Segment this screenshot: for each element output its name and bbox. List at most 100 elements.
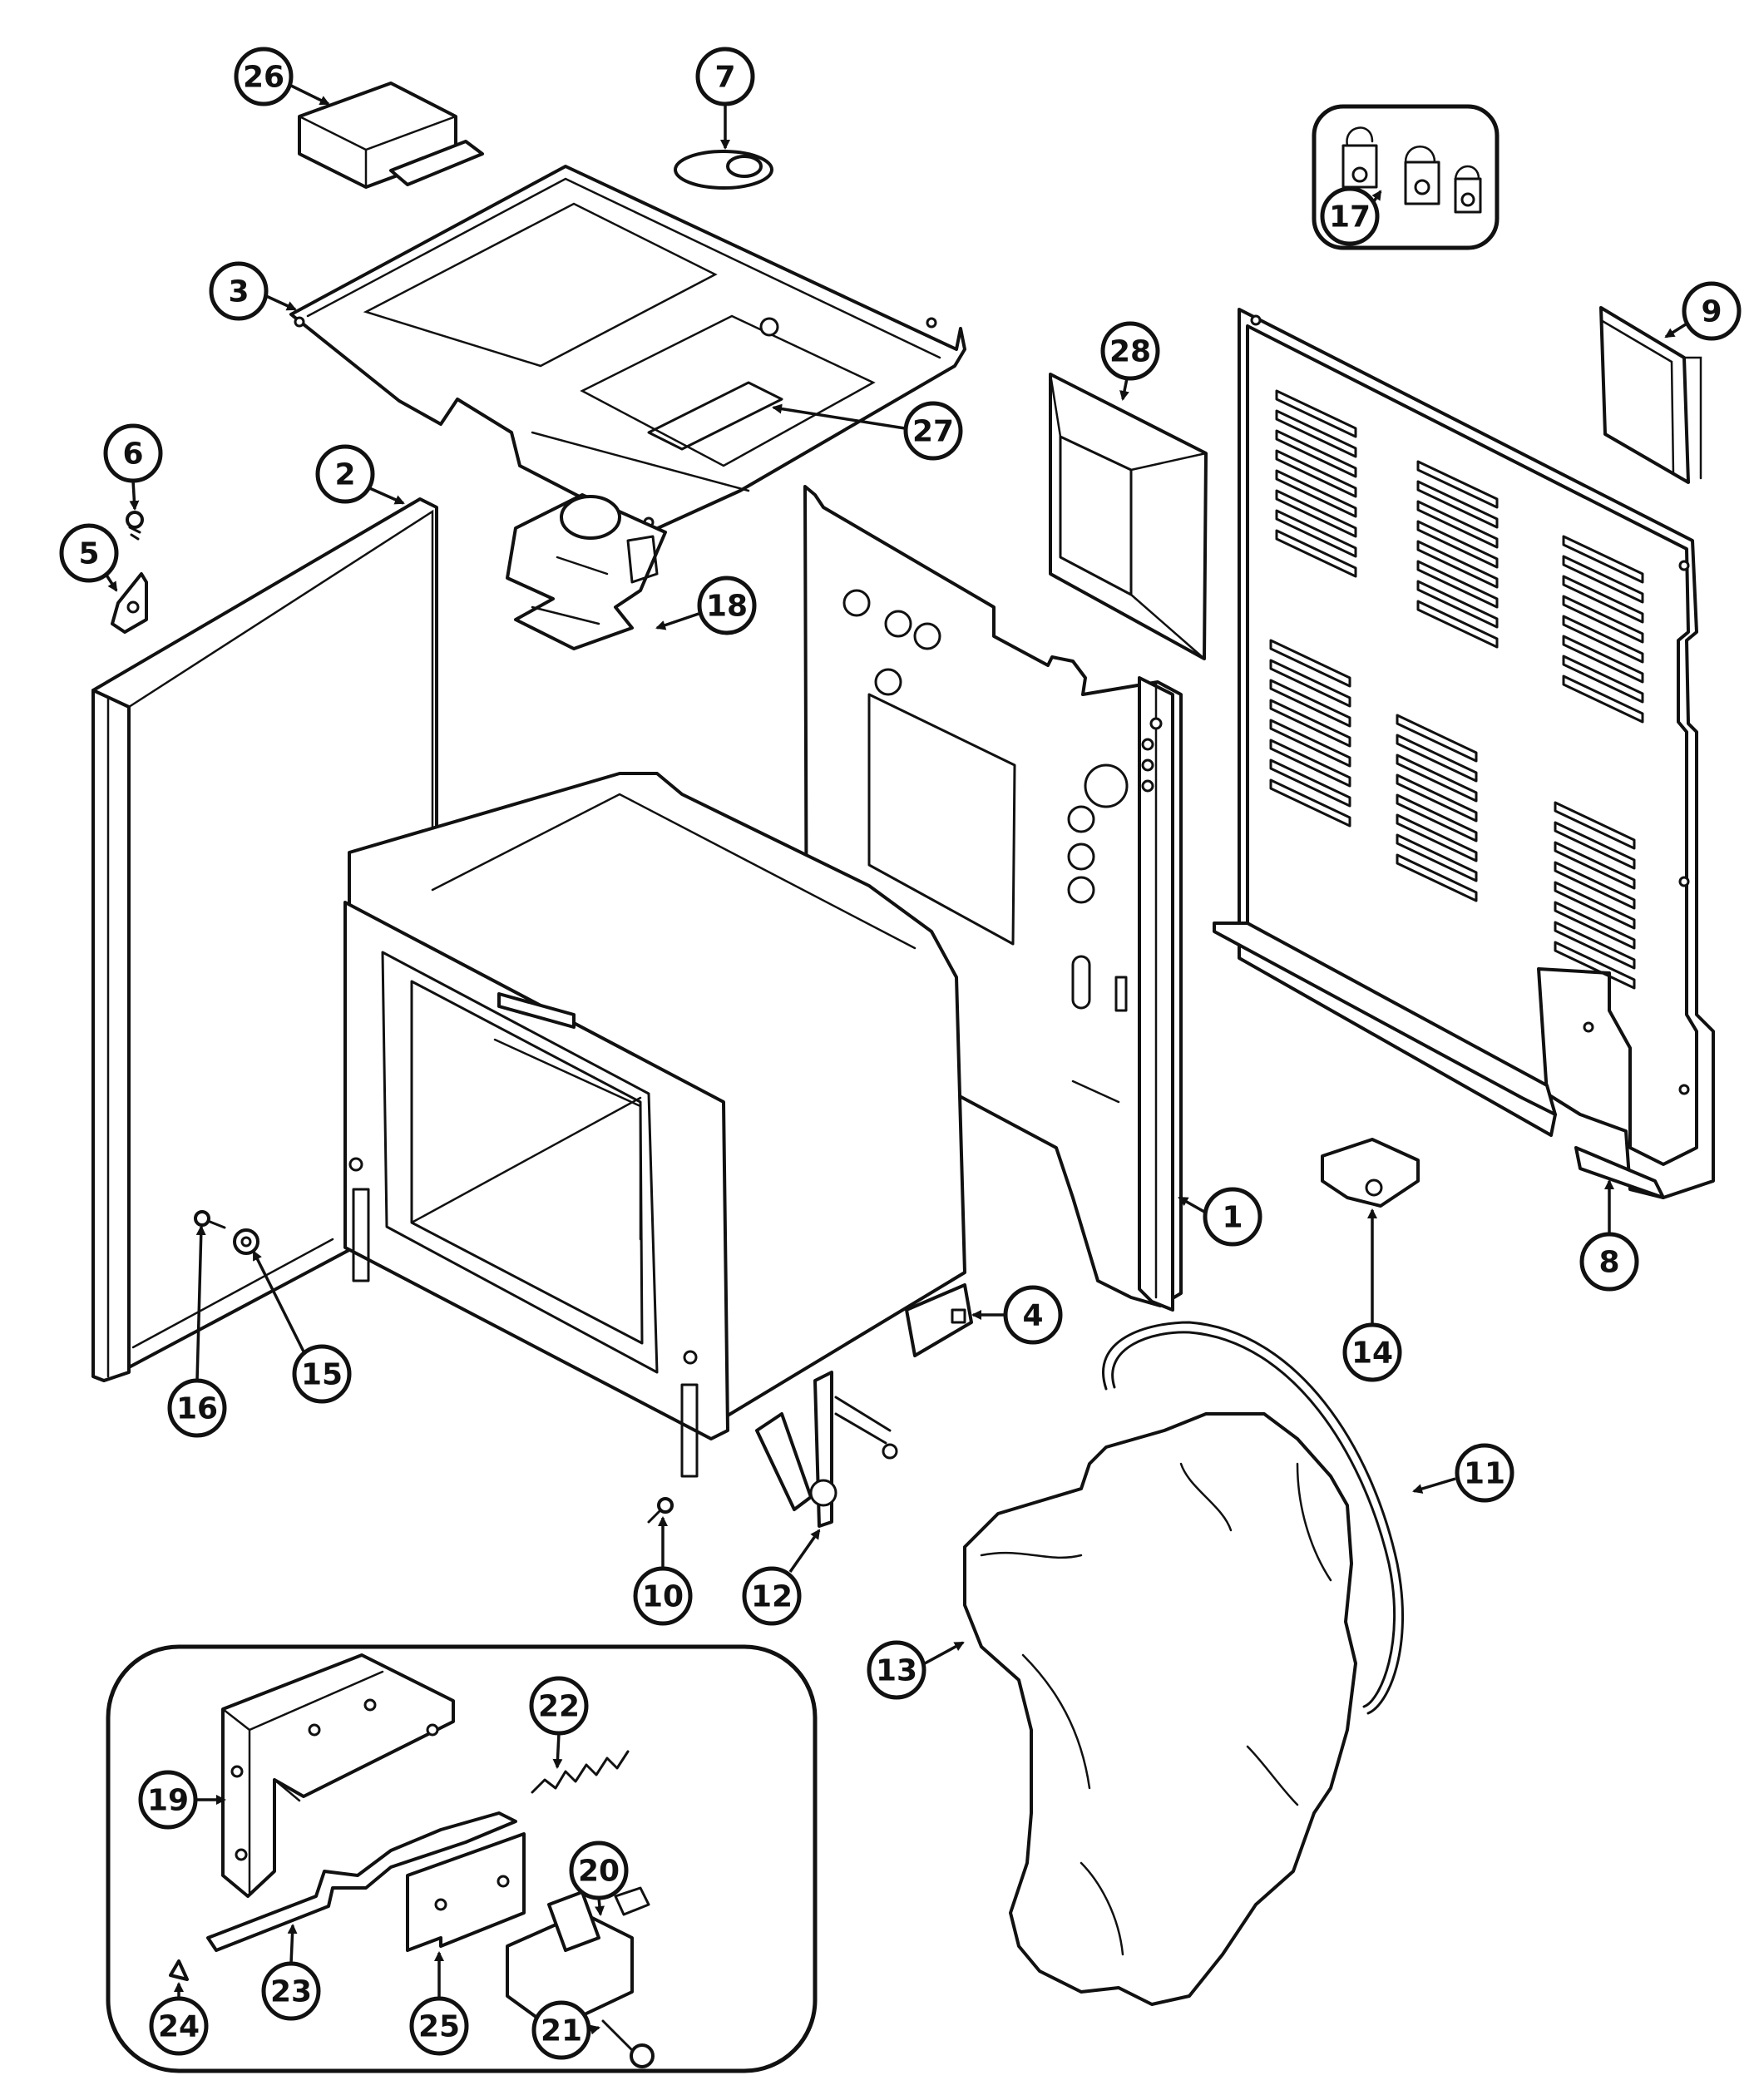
vent-louver — [1554, 821, 1636, 870]
part-10-screw — [647, 1497, 674, 1524]
vent-louver — [1562, 575, 1644, 624]
leader-line-11 — [1412, 1477, 1456, 1494]
vent-louver — [1269, 778, 1351, 828]
vent-louver — [1416, 520, 1499, 569]
vent-louver — [1562, 635, 1644, 684]
callout-circle-14 — [1342, 1322, 1402, 1382]
callout-circle-28 — [1100, 321, 1160, 381]
part-4-plate — [905, 1283, 973, 1357]
callout-8: 8 — [1579, 1232, 1639, 1292]
callout-number-9: 9 — [1701, 295, 1722, 329]
part-11-gasket — [1102, 1321, 1404, 1715]
vent-louver — [1269, 758, 1351, 808]
vent-louver — [1275, 449, 1357, 498]
callout-circle-24 — [149, 1996, 209, 2056]
leader-line-13 — [924, 1641, 965, 1665]
vent-louver — [1396, 853, 1478, 902]
vent-louver — [1554, 941, 1636, 990]
callout-circle-5 — [59, 523, 119, 583]
leader-line-1 — [1178, 1196, 1205, 1213]
callout-16: 16 — [167, 1378, 227, 1438]
part-17-inset — [1312, 104, 1500, 250]
callout-1: 1 — [1203, 1187, 1262, 1247]
callout-number-21: 21 — [541, 2014, 582, 2048]
vent-louver — [1562, 674, 1644, 724]
vent-louver — [1269, 639, 1351, 688]
callout-circle-25 — [409, 1996, 469, 2056]
callout-circle-10 — [633, 1566, 693, 1626]
leader-line-26 — [289, 83, 330, 106]
callout-number-24: 24 — [158, 2010, 200, 2044]
callout-circle-1 — [1203, 1187, 1262, 1247]
vent-louver — [1396, 813, 1478, 862]
callout-circle-15 — [292, 1344, 352, 1404]
vent-louver — [1416, 480, 1499, 529]
part-12-hinge — [755, 1371, 898, 1528]
callout-circle-17 — [1320, 186, 1380, 246]
callout-number-23: 23 — [270, 1975, 312, 2009]
leader-line-6 — [129, 480, 140, 511]
part-5-clip — [111, 572, 148, 634]
vent-louver — [1416, 600, 1499, 649]
vent-louver — [1396, 734, 1478, 783]
callout-number-20: 20 — [578, 1855, 620, 1889]
callout-14: 14 — [1342, 1322, 1402, 1382]
part-13-insulation — [963, 1412, 1357, 2006]
callout-4: 4 — [1003, 1285, 1063, 1345]
part-14-clip — [1321, 1138, 1420, 1208]
callout-number-12: 12 — [751, 1580, 793, 1614]
callout-number-28: 28 — [1109, 335, 1151, 369]
callout-circle-16 — [167, 1378, 227, 1438]
leader-line-18 — [655, 612, 699, 630]
vent-louver — [1562, 655, 1644, 704]
callout-circle-27 — [903, 401, 963, 461]
leader-line-16 — [195, 1225, 206, 1381]
part-1-front-frame — [803, 485, 1183, 1312]
callout-18: 18 — [697, 576, 757, 635]
callout-circle-18 — [697, 576, 757, 635]
callout-circle-9 — [1682, 281, 1742, 341]
vent-louver — [1562, 535, 1644, 584]
callout-number-17: 17 — [1329, 200, 1371, 235]
callout-number-6: 6 — [122, 437, 143, 472]
leader-line-27 — [772, 403, 906, 430]
callout-number-19: 19 — [147, 1784, 189, 1818]
vent-louver — [1275, 509, 1357, 558]
callout-26: 26 — [234, 47, 294, 106]
part-6-screw — [126, 511, 144, 541]
callout-number-26: 26 — [243, 61, 284, 95]
callout-number-13: 13 — [876, 1654, 917, 1688]
callout-number-7: 7 — [714, 61, 735, 95]
vent-louver — [1554, 861, 1636, 910]
callout-24: 24 — [149, 1996, 209, 2056]
leader-line-23 — [287, 1924, 298, 1964]
callout-5: 5 — [59, 523, 119, 583]
callout-number-25: 25 — [418, 2010, 460, 2044]
callout-number-18: 18 — [706, 590, 748, 624]
callout-number-10: 10 — [642, 1580, 684, 1614]
back-panel-vents — [1269, 389, 1644, 990]
vent-louver — [1554, 881, 1636, 930]
vent-louver — [1554, 841, 1636, 890]
callout-number-27: 27 — [912, 415, 954, 449]
leader-line-28 — [1119, 378, 1129, 401]
callout-circle-2 — [315, 444, 375, 504]
callout-circle-26 — [234, 47, 294, 106]
vent-louver — [1396, 754, 1478, 803]
oven-cavity — [343, 772, 966, 1478]
callout-circle-7 — [695, 47, 755, 106]
callout-25: 25 — [409, 1996, 469, 2056]
part-7-cap — [674, 150, 773, 190]
vent-louver — [1396, 793, 1478, 842]
part-16-screw — [194, 1210, 226, 1229]
callout-28: 28 — [1100, 321, 1160, 381]
callout-number-8: 8 — [1598, 1246, 1619, 1280]
callout-20: 20 — [569, 1841, 629, 1900]
leader-line-2 — [365, 485, 405, 505]
part-18-bracket — [506, 493, 667, 650]
callout-number-4: 4 — [1022, 1299, 1043, 1333]
vent-louver — [1416, 540, 1499, 589]
part-9-bracket — [1599, 306, 1702, 484]
vent-louver — [1275, 529, 1357, 578]
